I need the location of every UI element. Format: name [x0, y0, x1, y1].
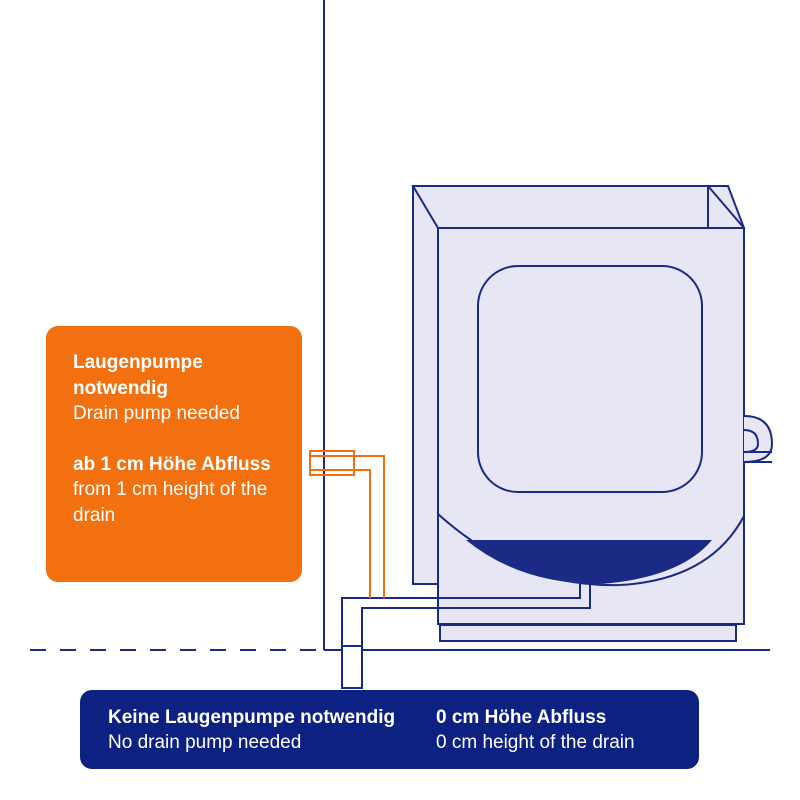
pump-needed-callout: Laugenpumpe notwendig Drain pump needed …	[46, 326, 302, 582]
machine-top	[411, 185, 746, 229]
drum-water	[466, 540, 712, 584]
wall-drain-hose	[309, 450, 385, 598]
washing-machine	[411, 185, 774, 642]
no-pump-left-column: Keine Laugenpumpe notwendig No drain pum…	[108, 705, 395, 755]
pump-needed-height-heading: ab 1 cm Höhe Abfluss	[73, 453, 271, 475]
no-pump-heading-en: No drain pump needed	[108, 732, 302, 753]
wall-drain-outlet	[309, 450, 355, 476]
pump-needed-heading: Laugenpumpe notwendig	[73, 352, 203, 399]
machine-top-edge	[707, 185, 745, 229]
no-pump-callout: Keine Laugenpumpe notwendig No drain pum…	[80, 690, 699, 769]
no-pump-height-heading: 0 cm Höhe Abfluss	[436, 707, 607, 728]
no-pump-right-column: 0 cm Höhe Abfluss 0 cm height of the dra…	[436, 705, 635, 755]
machine-door	[477, 265, 703, 493]
floor-drain-hose	[341, 584, 591, 646]
machine-base	[439, 624, 737, 642]
floor-drain-pipe	[341, 645, 363, 689]
pump-needed-height-en: from 1 cm height of the drain	[73, 479, 268, 526]
no-pump-heading: Keine Laugenpumpe notwendig	[108, 707, 396, 728]
no-pump-height-en: 0 cm height of the drain	[436, 732, 635, 753]
pump-needed-heading-en: Drain pump needed	[73, 403, 240, 424]
